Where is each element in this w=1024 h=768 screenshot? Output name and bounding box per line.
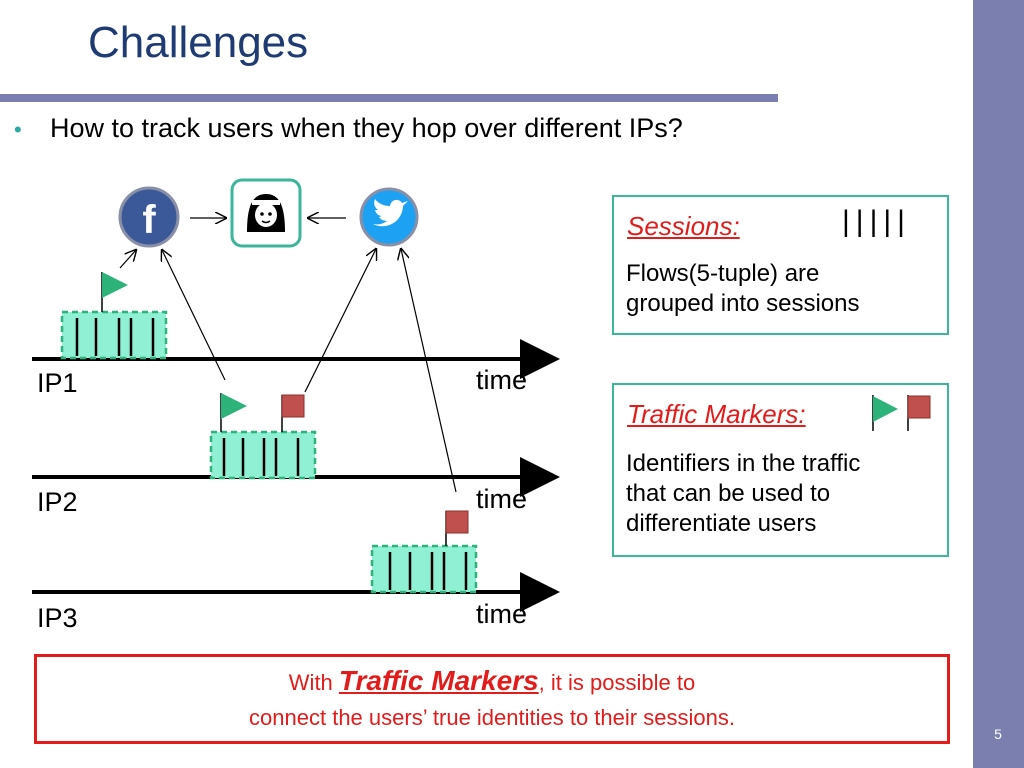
sessions-body-line: grouped into sessions <box>626 290 860 317</box>
page-number: 5 <box>994 726 1002 742</box>
traffic-markers-body: Identifiers in the traffic that can be u… <box>626 449 860 539</box>
sessions-box: Sessions: ||||| Flows(5-tuple) are group… <box>612 195 949 335</box>
traffic-markers-body-line: Identifiers in the traffic <box>626 450 861 477</box>
session-ip2 <box>209 430 317 480</box>
facebook-icon: f <box>118 186 180 248</box>
red-flag-icon <box>445 510 469 546</box>
green-flag-icon <box>220 393 247 432</box>
traffic-markers-box: Traffic Markers: Identifiers in the traf… <box>612 383 949 557</box>
green-flag-icon <box>101 272 128 312</box>
bullet-text: How to track users when they hop over di… <box>50 113 683 143</box>
sessions-body: Flows(5-tuple) are grouped into sessions <box>626 259 859 319</box>
arrow-flag-to-facebook <box>119 250 136 269</box>
user-identity-icon <box>230 178 302 248</box>
sessions-title: Sessions: <box>627 211 740 241</box>
slide-title: Challenges <box>88 18 309 67</box>
ip-hopping-diagram: f <box>32 178 560 612</box>
time-label-ip1: time <box>476 365 528 395</box>
arrow-flag-to-facebook <box>162 250 226 381</box>
traffic-markers-title: Traffic Markers: <box>627 399 806 429</box>
slide-sidebar <box>973 0 1024 768</box>
arrow-flag-to-twitter <box>401 249 457 493</box>
svg-text:f: f <box>142 198 156 242</box>
session-bars-icon: ||||| <box>842 205 911 238</box>
conclusion-suffix: , it is possible to <box>538 670 696 695</box>
twitter-icon <box>359 187 419 247</box>
conclusion-prefix: With <box>288 670 339 695</box>
sessions-body-line: Flows(5-tuple) are <box>626 260 820 287</box>
ip2-label: IP2 <box>37 487 78 517</box>
conclusion-box: With Traffic Markers, it is possible to … <box>34 654 950 744</box>
traffic-markers-body-line: differentiate users <box>626 510 817 537</box>
bullet-icon: • <box>14 117 22 142</box>
traffic-markers-body-line: that can be used to <box>626 480 831 507</box>
arrow-flag-to-twitter <box>304 249 376 393</box>
conclusion-line1: With Traffic Markers, it is possible to <box>37 665 947 697</box>
ip3-label: IP3 <box>37 603 78 633</box>
marker-flags-icon <box>872 395 931 431</box>
red-flag-icon <box>281 394 305 432</box>
session-ip3 <box>370 544 478 594</box>
session-ip1 <box>60 310 168 360</box>
title-rule <box>0 94 778 102</box>
time-label-ip2: time <box>476 484 528 514</box>
ip1-label: IP1 <box>37 368 78 398</box>
conclusion-emphasis: Traffic Markers <box>338 665 539 696</box>
conclusion-line2: connect the users’ true identities to th… <box>249 705 735 730</box>
time-label-ip3: time <box>476 599 528 629</box>
